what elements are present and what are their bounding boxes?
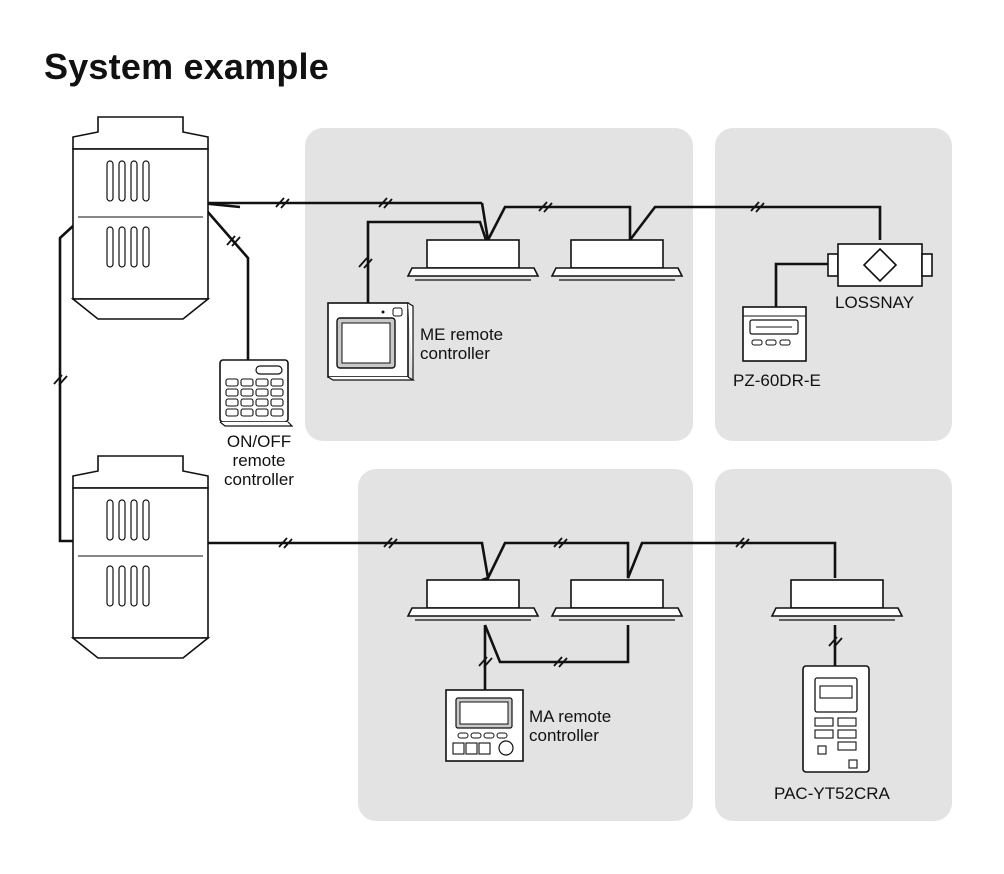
pz60dr-label: PZ-60DR-E bbox=[733, 371, 821, 390]
me-remote-label-line-2: controller bbox=[420, 344, 490, 363]
group-panel-pac bbox=[715, 469, 952, 821]
pz60dr-controller-icon bbox=[742, 306, 807, 362]
ma-remote-controller-icon bbox=[445, 689, 524, 762]
indoor-unit-2 bbox=[551, 239, 683, 281]
indoor-unit-4 bbox=[551, 579, 683, 621]
on-off-remote-label: ON/OFF remote controller bbox=[212, 432, 306, 489]
me-remote-controller-icon bbox=[327, 302, 416, 381]
on-off-remote-controller-icon bbox=[219, 359, 294, 427]
ma-remote-label-line-1: MA remote bbox=[529, 707, 612, 726]
group-panel-ma bbox=[358, 469, 693, 821]
page-title: System example bbox=[44, 46, 329, 87]
indoor-unit-3 bbox=[407, 579, 539, 621]
transmission-lines bbox=[58, 201, 882, 690]
group-panel-me bbox=[305, 128, 693, 441]
on-off-remote-label-line-3: controller bbox=[224, 470, 294, 489]
indoor-unit-1 bbox=[407, 239, 539, 281]
indoor-unit-5 bbox=[771, 579, 903, 621]
lossnay-unit bbox=[827, 243, 933, 287]
outdoor-unit-top bbox=[72, 116, 209, 320]
ma-remote-label-line-2: controller bbox=[529, 726, 599, 745]
lossnay-label: LOSSNAY bbox=[835, 293, 915, 312]
outdoor-unit-bottom bbox=[72, 455, 209, 659]
pac-yt52cra-controller-icon bbox=[802, 665, 870, 773]
me-remote-label: ME remote controller bbox=[420, 325, 503, 363]
on-off-remote-label-line-1: ON/OFF bbox=[226, 432, 292, 451]
ma-remote-label: MA remote controller bbox=[529, 707, 611, 745]
pac-yt52cra-label: PAC-YT52CRA bbox=[774, 784, 890, 803]
me-remote-label-line-1: ME remote bbox=[420, 325, 504, 344]
on-off-remote-label-line-2: remote bbox=[232, 451, 286, 470]
